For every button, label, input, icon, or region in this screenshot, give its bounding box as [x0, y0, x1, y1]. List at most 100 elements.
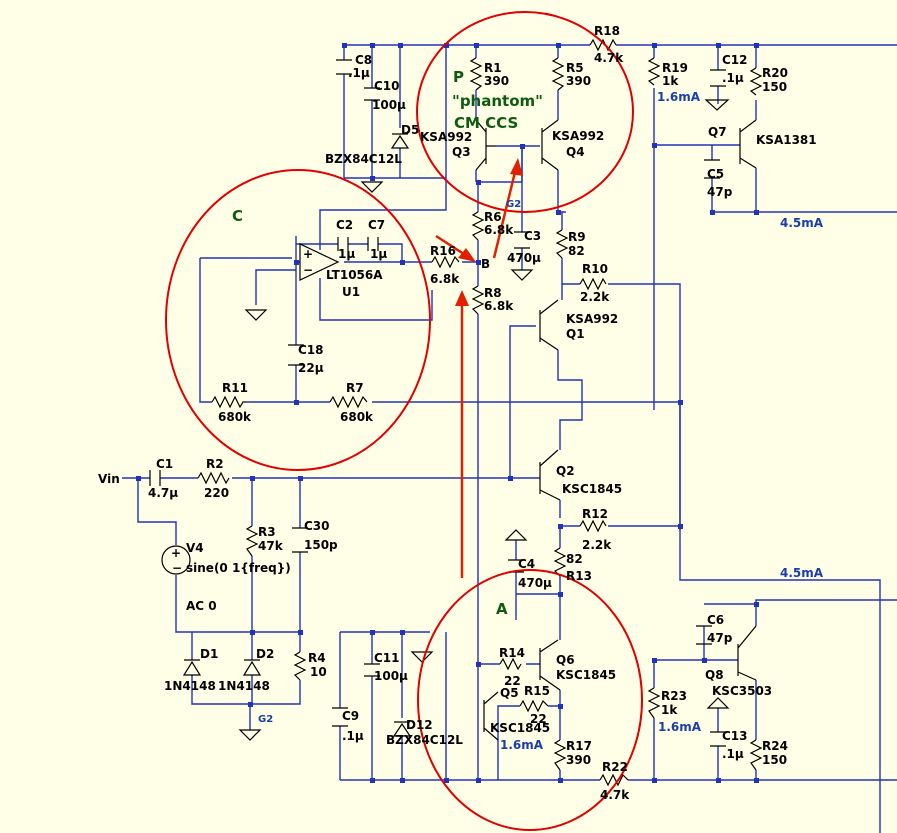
- d12-symbol: [392, 721, 412, 737]
- r14-value: 22: [504, 674, 521, 688]
- c18-value: 22µ: [298, 361, 324, 375]
- q6-value: KSC1845: [556, 668, 616, 682]
- r23-symbol: [647, 687, 661, 719]
- r12-ref: R12: [582, 507, 608, 521]
- d5-ref: D5: [401, 123, 419, 137]
- c6-value: 47p: [707, 631, 733, 645]
- r8-symbol: [471, 285, 485, 315]
- q6-ref: Q6: [556, 653, 575, 667]
- d12-value: BZX84C12L: [386, 733, 463, 747]
- c10-value: 100µ: [372, 98, 406, 112]
- c5-ref: C5: [707, 167, 724, 181]
- q8-value: KSC3503: [712, 684, 772, 698]
- net-g2-bottom: G2: [258, 714, 273, 725]
- q8-symbol: [737, 625, 757, 681]
- r1-ref: R1: [484, 61, 502, 75]
- q5-ref: Q5: [500, 686, 519, 700]
- r19-ref: R19: [662, 61, 688, 75]
- c4-value: 470µ: [518, 576, 552, 590]
- c11-ref: C11: [374, 651, 400, 665]
- q4-symbol: [541, 119, 559, 171]
- c8-value: .1µ: [348, 66, 370, 80]
- r15-ref: R15: [524, 684, 550, 698]
- c7-value: 1µ: [370, 247, 387, 261]
- r10-value: 2.2k: [580, 290, 610, 304]
- q8-ref: Q8: [705, 668, 724, 682]
- c2-value: 1µ: [338, 247, 355, 261]
- ground-icon: [360, 181, 384, 193]
- r17-ref: R17: [566, 739, 592, 753]
- r19-value: 1k: [662, 74, 679, 88]
- ground-icon: [238, 729, 262, 741]
- c2-symbol: [337, 237, 349, 251]
- ground-icon: [706, 697, 730, 709]
- q4-ref: Q4: [566, 145, 585, 159]
- r9-value: 82: [568, 244, 585, 258]
- d1-ref: D1: [200, 647, 218, 661]
- labels: C P "phantom" CM CCS A C8 .1µ C10 100µ D…: [98, 24, 824, 802]
- ground-icon: [410, 651, 434, 663]
- c6-ref: C6: [707, 613, 724, 627]
- c30-symbol: [292, 527, 308, 553]
- c1-value: 4.7µ: [148, 486, 178, 500]
- r22-value: 4.7k: [600, 788, 630, 802]
- q1-value: KSA992: [566, 312, 618, 326]
- r17-value: 390: [566, 753, 591, 767]
- c12-symbol: [710, 69, 726, 87]
- annotations: [165, 11, 643, 831]
- c30-ref: C30: [304, 519, 330, 533]
- region-c-circle: [165, 169, 431, 471]
- v4-ac: AC 0: [186, 599, 217, 613]
- r20-ref: R20: [762, 66, 788, 80]
- r2-ref: R2: [206, 457, 224, 471]
- q4-value: KSA992: [552, 129, 604, 143]
- d12-ref: D12: [406, 718, 433, 732]
- svg-text:−: −: [172, 561, 182, 575]
- r13-value: 82: [566, 552, 583, 566]
- r16-value: 6.8k: [430, 272, 460, 286]
- r10-symbol: [579, 277, 607, 291]
- d2-symbol: [242, 659, 262, 676]
- svg-text:−: −: [303, 263, 313, 277]
- ground-icon: [704, 99, 730, 111]
- r8-value: 6.8k: [484, 299, 514, 313]
- r6-value: 6.8k: [484, 223, 514, 237]
- r13-ref: R13: [566, 569, 592, 583]
- c7-ref: C7: [368, 218, 385, 232]
- r18-symbol: [589, 38, 617, 52]
- q5-symbol: [483, 691, 499, 741]
- r6-ref: R6: [484, 210, 502, 224]
- v4-symbol: [161, 545, 191, 575]
- q7-symbol: [739, 119, 757, 169]
- q1-symbol: [539, 299, 559, 351]
- ground-icon: [244, 309, 268, 321]
- r1-value: 390: [484, 74, 509, 88]
- c9-symbol: [332, 707, 348, 727]
- q2-symbol: [539, 449, 561, 501]
- q5-value: KSC1845: [490, 721, 550, 735]
- r22-symbol: [599, 773, 629, 787]
- c13-symbol: [710, 731, 726, 747]
- c11-value: 100µ: [374, 669, 408, 683]
- c11-symbol: [364, 663, 380, 677]
- net-vin: Vin: [98, 472, 120, 486]
- r24-ref: R24: [762, 739, 788, 753]
- q6-symbol: [539, 639, 561, 691]
- r12-value: 2.2k: [582, 538, 612, 552]
- r8-ref: R8: [484, 286, 502, 300]
- q3-ref: Q3: [452, 145, 471, 159]
- v4-value: sine(0 1{freq}): [186, 561, 291, 575]
- d1-symbol: [182, 659, 202, 676]
- r23-ref: R23: [661, 689, 687, 703]
- wires: [122, 44, 897, 833]
- r7-value: 680k: [340, 410, 374, 424]
- ground-icon: [504, 529, 528, 541]
- current-q7-top: 1.6mA: [657, 90, 701, 104]
- q2-ref: Q2: [556, 464, 575, 478]
- c9-value: .1µ: [342, 729, 364, 743]
- c8-symbol: [336, 59, 352, 75]
- r11-symbol: [211, 395, 246, 409]
- c12-ref: C12: [722, 53, 748, 67]
- r5-value: 390: [566, 74, 591, 88]
- r6-symbol: [471, 211, 485, 241]
